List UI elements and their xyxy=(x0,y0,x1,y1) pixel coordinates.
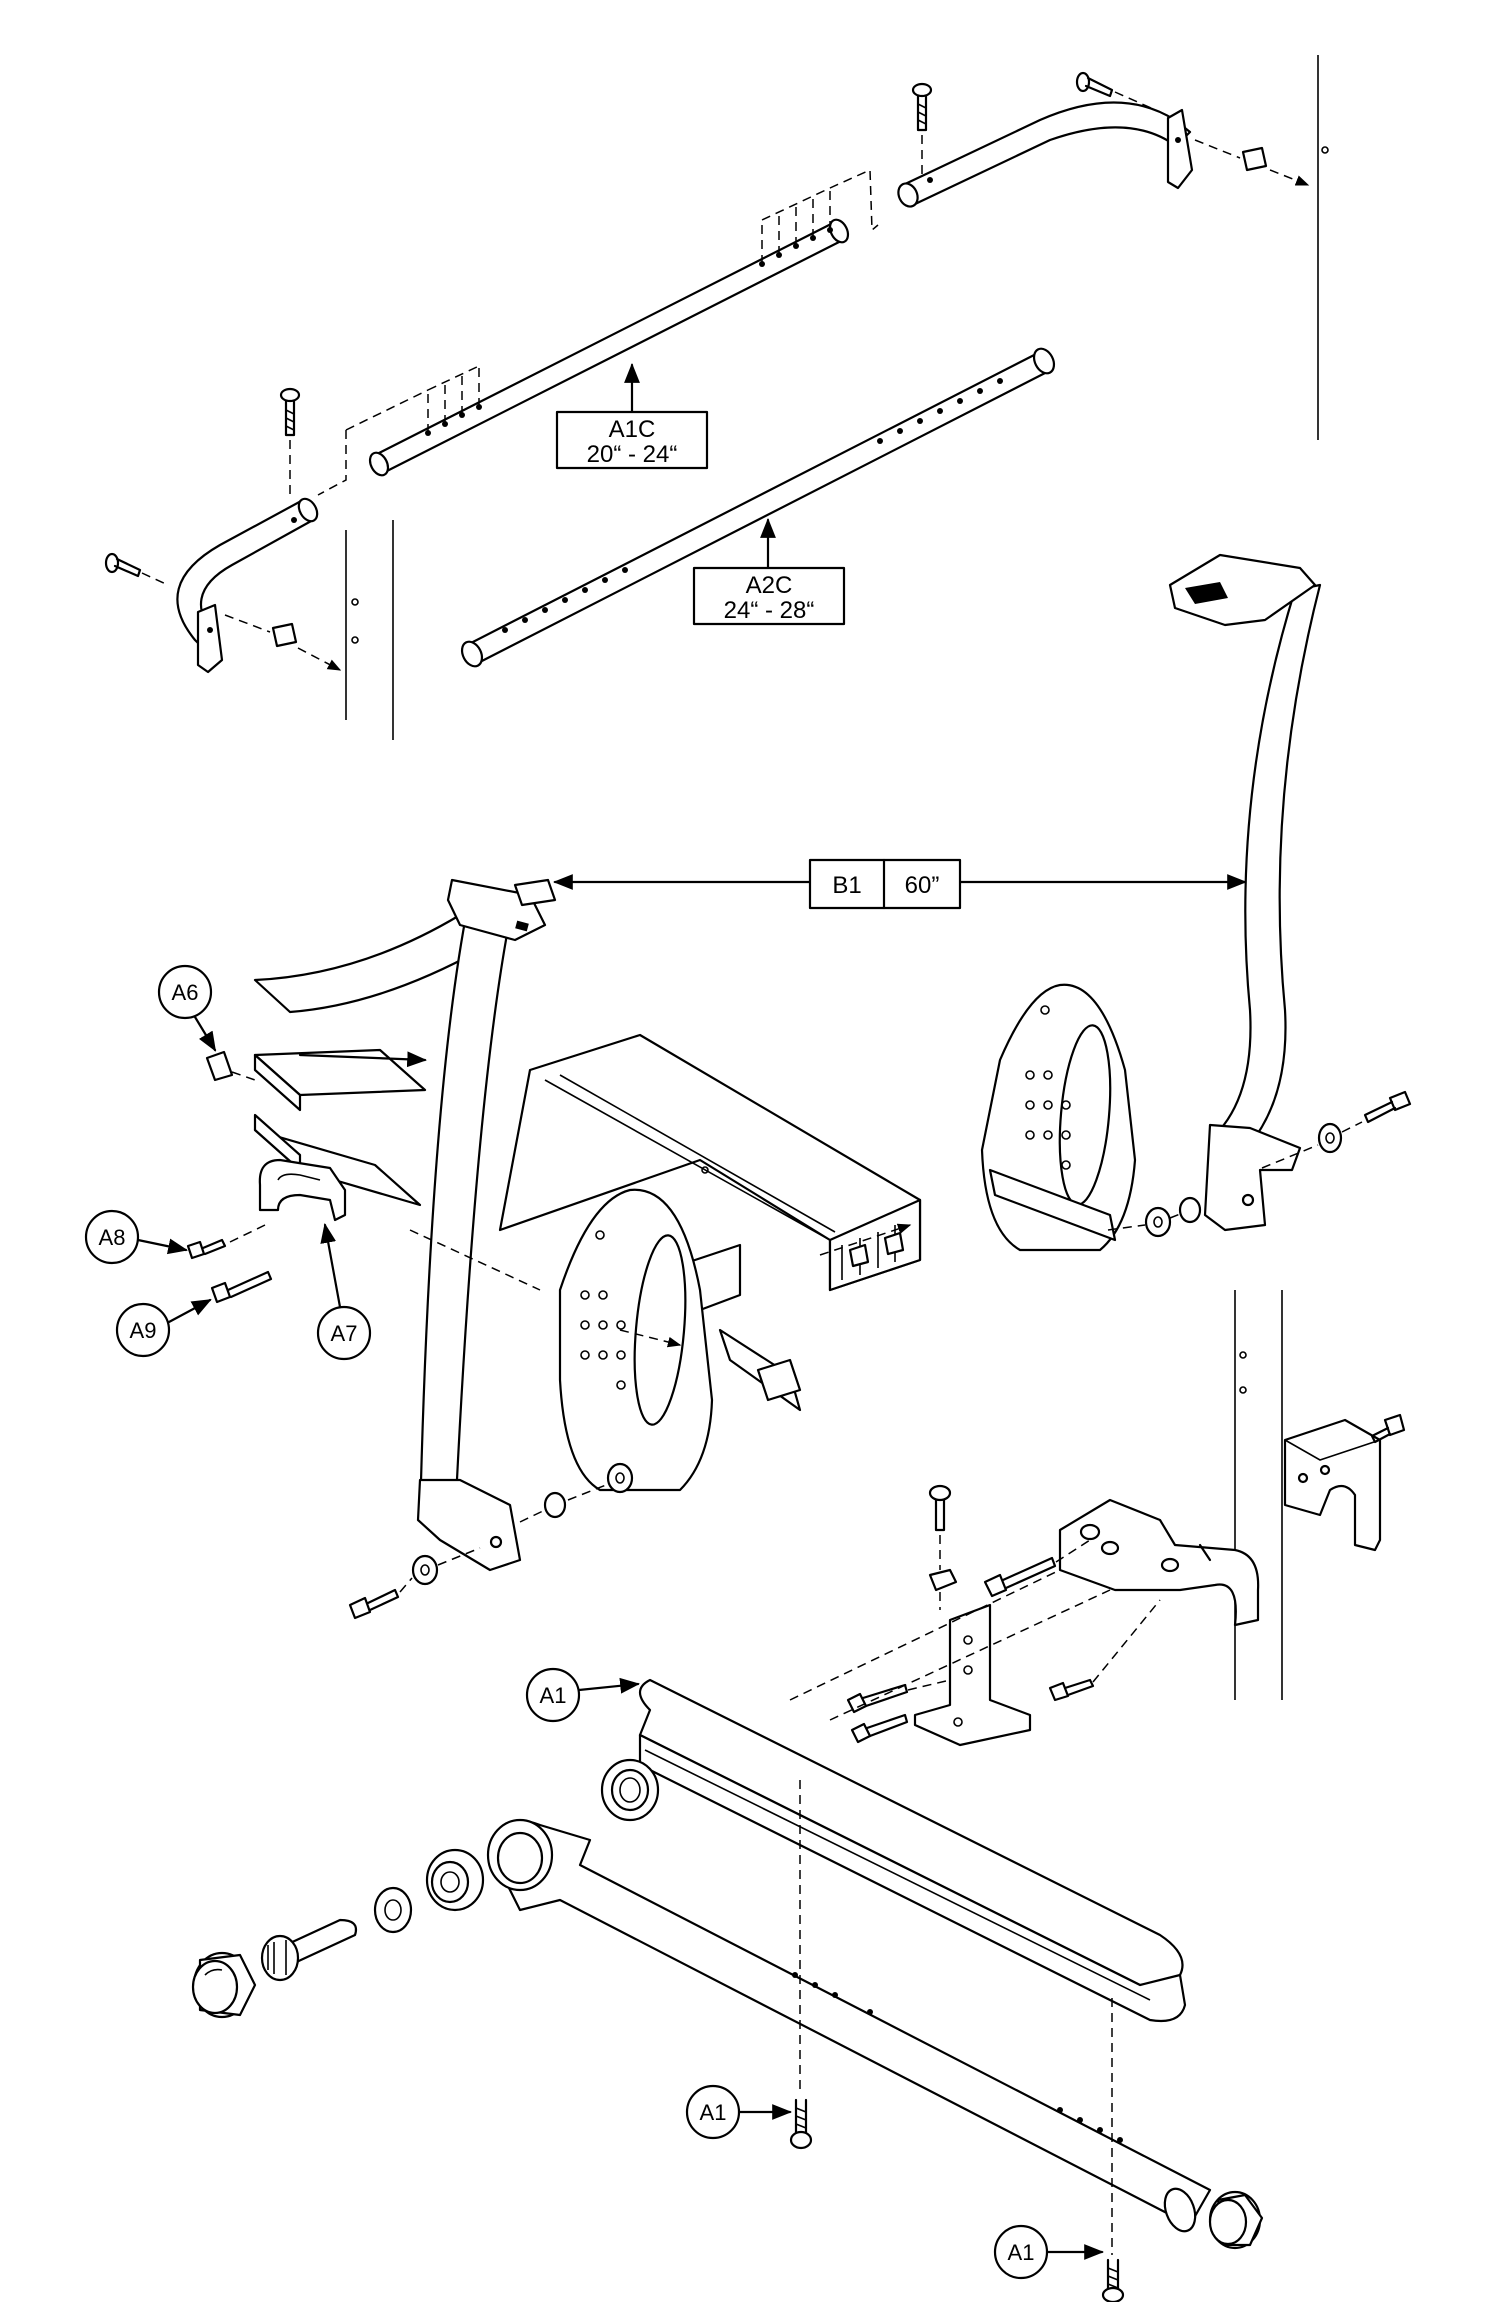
hex-nut xyxy=(928,1568,958,1592)
a2c-code: A2C xyxy=(746,572,793,599)
callout-a1-pad xyxy=(525,1667,581,1723)
screw-top-right xyxy=(1075,71,1114,98)
tube-a2c xyxy=(460,347,1056,668)
pivot-bolt xyxy=(260,1918,358,1982)
bushing-upper xyxy=(600,1758,660,1822)
strap-loose-end xyxy=(253,913,482,1014)
screw-strap-left xyxy=(348,1588,400,1620)
callout-a7 xyxy=(316,1305,372,1361)
bushing-lower xyxy=(425,1848,485,1912)
wall-hole xyxy=(351,598,359,606)
mounting-rail xyxy=(498,1033,922,1292)
strap-bracket-left xyxy=(416,1478,522,1572)
washer-left xyxy=(606,1462,634,1494)
armrest-assembly: A1 A1 A1 xyxy=(191,1290,1406,2304)
screw-top-center xyxy=(911,82,933,132)
bent-tube-left xyxy=(176,497,319,674)
part-a8-screw xyxy=(186,1238,227,1260)
part-a7-bracket xyxy=(258,1158,347,1222)
clamp-block xyxy=(1283,1418,1382,1552)
armrest-pad xyxy=(638,1678,1187,2023)
callout-a6 xyxy=(157,964,213,1020)
a2c-label-box xyxy=(692,566,846,626)
a2c-range: 24“ - 28“ xyxy=(724,597,815,624)
callout-a1-mid-text: A1 xyxy=(700,2100,727,2125)
screw-strap-right xyxy=(1363,1090,1412,1124)
b1-length: 60” xyxy=(905,872,940,899)
nut-right xyxy=(1241,146,1268,172)
screw-receiver-top xyxy=(928,1484,952,1532)
washer-right xyxy=(1317,1122,1343,1154)
callout-a6-text: A6 xyxy=(172,980,199,1005)
part-a9-screw xyxy=(210,1270,273,1304)
a1c-code: A1C xyxy=(609,416,656,443)
bent-tube-right xyxy=(897,101,1194,208)
callout-a9 xyxy=(115,1302,171,1358)
screw-right-side xyxy=(1048,1678,1095,1702)
strap-buckle-right xyxy=(1168,553,1317,627)
screw-receiver-long xyxy=(983,1556,1057,1598)
callout-a8 xyxy=(84,1209,140,1265)
screw-bracket-a xyxy=(846,1683,909,1714)
knob-cap xyxy=(191,1951,257,2019)
wall-hole xyxy=(351,636,359,644)
strap-bracket-right xyxy=(1203,1123,1302,1232)
nut-left xyxy=(271,622,298,648)
b1-code: B1 xyxy=(832,872,861,899)
receiver-block xyxy=(1058,1498,1260,1627)
strap-assembly: B1 60” xyxy=(84,553,1412,1620)
spacer-right xyxy=(1178,1196,1202,1224)
screw-a1-bottom xyxy=(1101,2258,1125,2304)
callout-a7-text: A7 xyxy=(331,1321,358,1346)
tube-end-cap xyxy=(1208,2190,1264,2250)
screw-bracket-b xyxy=(850,1713,909,1744)
screw-left-vertical xyxy=(279,387,301,437)
screw-a1-mid xyxy=(789,2098,813,2150)
wall-hole xyxy=(1321,146,1329,154)
spacer-left xyxy=(543,1491,567,1519)
part-a6-nut xyxy=(205,1050,234,1082)
a1c-range: 20“ - 24“ xyxy=(587,441,678,468)
strap-right-band xyxy=(1208,583,1322,1152)
callout-a8-text: A8 xyxy=(99,1225,126,1250)
callout-a1-pad-text: A1 xyxy=(540,1683,567,1708)
screw-clamp xyxy=(1370,1413,1406,1444)
strap-left-band xyxy=(418,903,512,1522)
washer-armrest xyxy=(373,1886,413,1934)
l-bracket xyxy=(913,1603,1032,1747)
callout-a1-bottom-text: A1 xyxy=(1008,2240,1035,2265)
washer-right-2 xyxy=(1144,1206,1172,1238)
washer-left-2 xyxy=(411,1554,439,1586)
screw-left-horizontal xyxy=(104,552,142,578)
tube-assembly: A1C 20“ - 24“ A2C 24“ - 28“ xyxy=(104,55,1329,740)
callout-a9-text: A9 xyxy=(130,1318,157,1343)
armrest-tube xyxy=(486,1818,1212,2233)
a1c-label-box xyxy=(555,410,709,470)
